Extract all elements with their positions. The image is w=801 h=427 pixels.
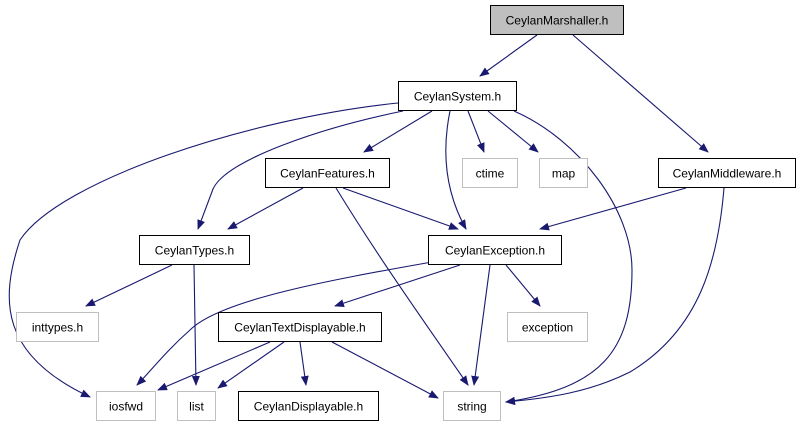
node-box bbox=[443, 391, 501, 421]
node-box bbox=[398, 81, 517, 111]
node-label: CeylanMiddleware.h bbox=[673, 167, 782, 181]
edge-features-to-string bbox=[335, 187, 469, 386]
edge-marshaller-to-system bbox=[479, 34, 538, 77]
node-label: inttypes.h bbox=[32, 321, 83, 335]
node-textdisplayable[interactable]: CeylanTextDisplayable.h bbox=[218, 312, 382, 342]
edge-types-to-inttypes bbox=[85, 264, 173, 307]
node-box bbox=[462, 158, 518, 188]
edge-system-to-map bbox=[487, 110, 539, 153]
node-label: CeylanTextDisplayable.h bbox=[234, 321, 365, 335]
edge-exception_h-to-exception bbox=[505, 264, 541, 307]
edge-exception_h-to-string bbox=[471, 264, 491, 386]
node-box bbox=[139, 235, 250, 265]
node-label: map bbox=[552, 167, 576, 181]
edge-middleware-to-string bbox=[505, 187, 725, 406]
node-system[interactable]: CeylanSystem.h bbox=[398, 81, 517, 111]
node-box bbox=[490, 5, 624, 35]
node-label: CeylanSystem.h bbox=[414, 90, 501, 104]
node-ctime: ctime bbox=[462, 158, 518, 188]
node-label: list bbox=[189, 400, 204, 414]
node-box bbox=[16, 312, 99, 342]
node-box bbox=[177, 391, 216, 421]
node-marshaller[interactable]: CeylanMarshaller.h bbox=[490, 5, 624, 35]
edge-features-to-exception_h bbox=[342, 187, 459, 230]
edge-features-to-types bbox=[227, 187, 304, 230]
node-inttypes: inttypes.h bbox=[16, 312, 99, 342]
node-box bbox=[428, 235, 562, 265]
node-features[interactable]: CeylanFeatures.h bbox=[265, 158, 390, 188]
node-string: string bbox=[443, 391, 501, 421]
node-box bbox=[218, 312, 382, 342]
node-label: CeylanDisplayable.h bbox=[254, 400, 363, 414]
edge-textdisplayable-to-displayable bbox=[299, 341, 309, 386]
edge-textdisplayable-to-string bbox=[331, 341, 439, 399]
node-exception: exception bbox=[507, 312, 588, 342]
edge-system-to-features bbox=[363, 110, 433, 153]
edge-system-to-iosfwd bbox=[8, 102, 399, 398]
node-displayable[interactable]: CeylanDisplayable.h bbox=[238, 391, 379, 421]
node-label: string bbox=[457, 400, 486, 414]
node-label: CeylanFeatures.h bbox=[280, 167, 375, 181]
node-box bbox=[238, 391, 379, 421]
node-box bbox=[96, 391, 156, 421]
edge-system-to-exception_h bbox=[445, 110, 467, 230]
node-label: CeylanMarshaller.h bbox=[506, 14, 609, 28]
edge-exception_h-to-iosfwd bbox=[136, 261, 433, 386]
node-box bbox=[265, 158, 390, 188]
edge-marshaller-to-middleware bbox=[572, 34, 709, 153]
node-label: iosfwd bbox=[109, 400, 143, 414]
node-label: exception bbox=[522, 321, 573, 335]
node-map: map bbox=[539, 158, 588, 188]
edge-system-to-types bbox=[197, 110, 404, 230]
node-list: list bbox=[177, 391, 216, 421]
edges-layer bbox=[8, 34, 725, 406]
edge-textdisplayable-to-list bbox=[217, 341, 285, 389]
node-exception_h[interactable]: CeylanException.h bbox=[428, 235, 562, 265]
node-box bbox=[539, 158, 588, 188]
node-label: CeylanException.h bbox=[445, 244, 545, 258]
node-box bbox=[658, 158, 796, 188]
node-iosfwd: iosfwd bbox=[96, 391, 156, 421]
edge-system-to-string bbox=[505, 110, 633, 405]
node-label: CeylanTypes.h bbox=[155, 244, 234, 258]
edge-textdisplayable-to-iosfwd bbox=[157, 341, 271, 391]
nodes-layer: CeylanMarshaller.hCeylanSystem.hCeylanMi… bbox=[16, 5, 796, 421]
node-middleware[interactable]: CeylanMiddleware.h bbox=[658, 158, 796, 188]
edge-middleware-to-exception_h bbox=[539, 187, 687, 231]
node-label: ctime bbox=[476, 167, 505, 181]
edge-exception_h-to-textdisplayable bbox=[334, 264, 461, 307]
edge-system-to-ctime bbox=[467, 110, 485, 153]
node-box bbox=[507, 312, 588, 342]
node-types[interactable]: CeylanTypes.h bbox=[139, 235, 250, 265]
